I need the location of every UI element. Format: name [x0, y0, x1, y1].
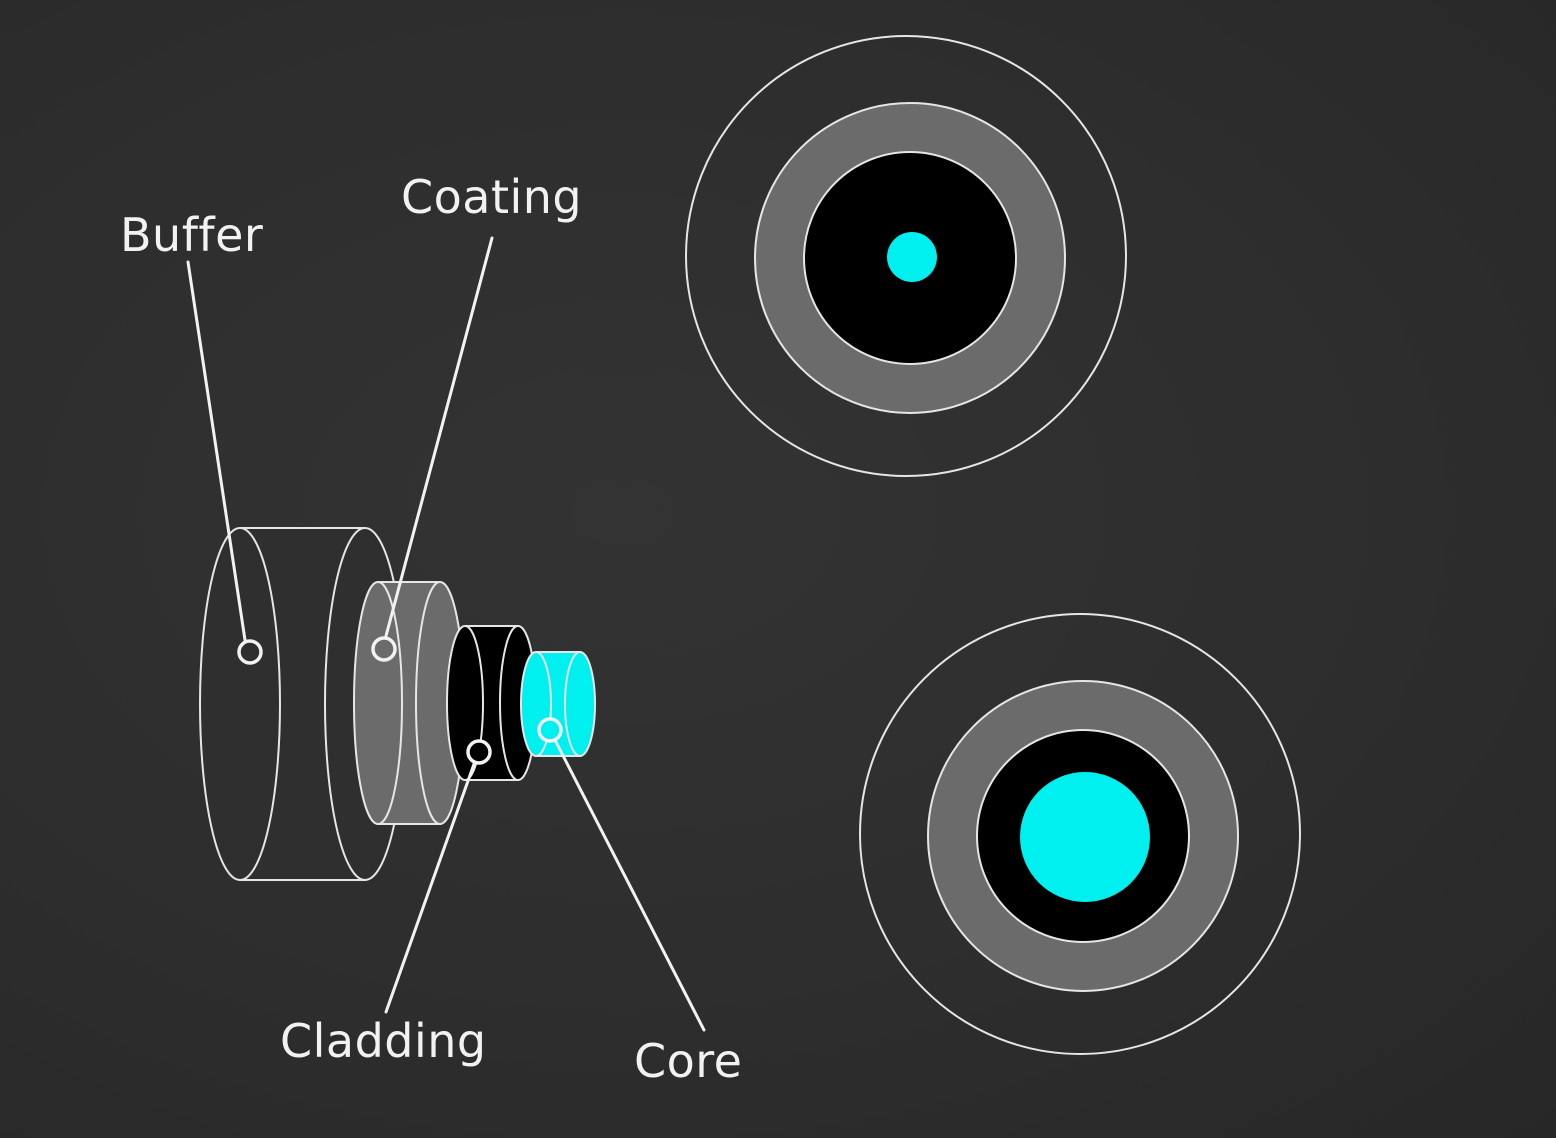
- core-leader-line: [554, 740, 706, 1032]
- cross-section-buffer-ring: [859, 613, 1301, 1055]
- cladding-pointer-dot: [466, 739, 492, 765]
- core-label: Core: [634, 1034, 743, 1088]
- coating-pointer-dot: [371, 636, 397, 662]
- fiber-cylinder-stack: [199, 527, 596, 881]
- coating-cylinder: [353, 581, 465, 825]
- core-cylinder: [520, 651, 596, 757]
- buffer-label: Buffer: [120, 208, 264, 262]
- cladding-label: Cladding: [280, 1014, 487, 1068]
- cross-section-core: [887, 232, 937, 282]
- cross-section-small-core: [685, 35, 1127, 477]
- coating-label: Coating: [401, 170, 583, 224]
- buffer-leader-line: [186, 260, 247, 642]
- buffer-pointer-dot: [237, 639, 263, 665]
- cross-section-buffer-ring: [685, 35, 1127, 477]
- core-pointer-dot: [537, 717, 563, 743]
- coating-leader-line: [384, 236, 494, 638]
- cross-section-core: [1020, 772, 1150, 902]
- cladding-leader-line: [384, 762, 476, 1014]
- cross-section-large-core: [859, 613, 1301, 1055]
